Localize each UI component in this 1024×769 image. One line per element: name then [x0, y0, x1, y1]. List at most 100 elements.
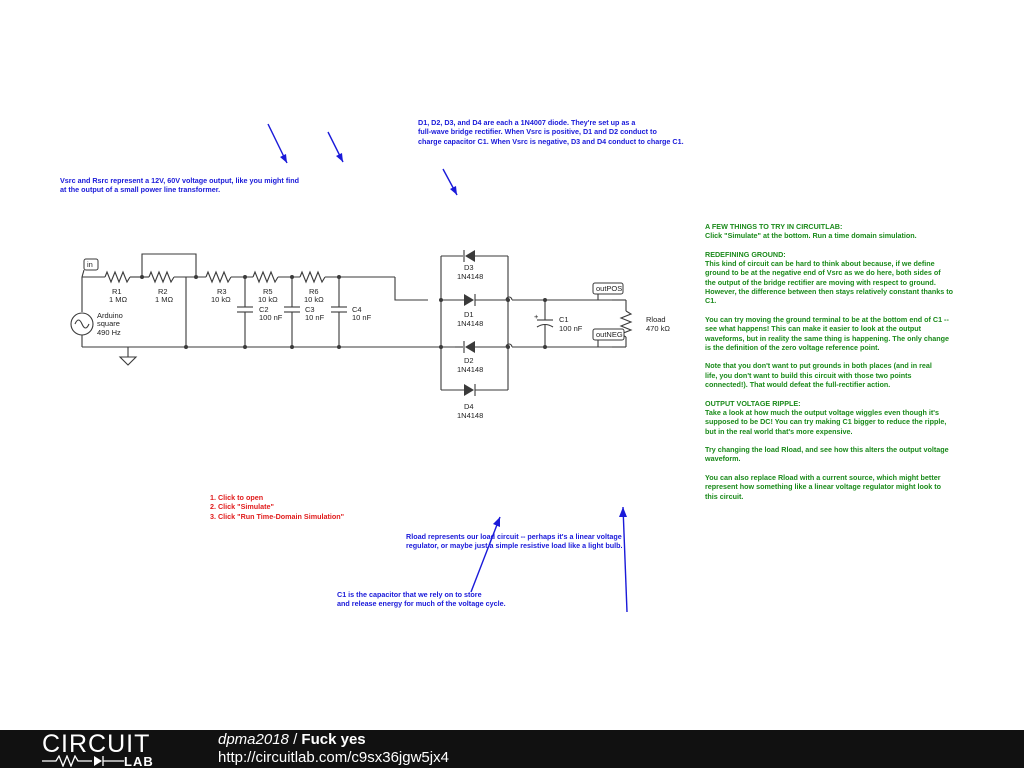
d4-symbol[interactable] [464, 384, 474, 396]
junction-dot [243, 275, 247, 279]
tips-line: but in the real world that's more expens… [705, 426, 853, 436]
tips-line: is the definition of the zero voltage re… [705, 342, 880, 352]
c1-plate-bottom[interactable] [536, 323, 554, 328]
junction-dot [194, 275, 198, 279]
note-diodes: D1, D2, D3, and D4 are each a 1N4007 dio… [418, 118, 684, 146]
label-c3-value: 10 nF [305, 313, 325, 322]
step-item: 3. Click "Run Time-Domain Simulation" [210, 511, 345, 521]
logo-text-circuit: CIRCUIT [42, 730, 151, 758]
label-r1-name: R1 [112, 287, 122, 296]
r3-symbol[interactable] [205, 270, 232, 284]
annotation-arrow-4 [470, 516, 501, 593]
label-c3-name: C3 [305, 305, 315, 314]
tips-line: Try changing the load Rload, and see how… [705, 445, 949, 455]
label-r3-value: 10 kΩ [211, 295, 231, 304]
note-line: D1, D2, D3, and D4 are each a 1N4007 dio… [418, 118, 636, 127]
tips-line: You can also replace Rload with a curren… [705, 473, 941, 483]
note-line: at the output of a small power line tran… [60, 185, 221, 195]
tips-line [705, 352, 953, 361]
wire-to-bridge [394, 277, 428, 301]
author-link[interactable]: dpma2018 [218, 731, 289, 748]
label-vsrc-line3: 490 Hz [97, 328, 121, 337]
r2-symbol[interactable] [148, 270, 175, 284]
label-r3-name: R3 [217, 287, 227, 296]
tips-line [705, 306, 953, 315]
label-r2-name: R2 [158, 287, 168, 296]
junction-dot [140, 275, 144, 279]
r6-symbol[interactable] [299, 270, 326, 284]
note-rload: Rload represents our load circuit -- per… [406, 532, 623, 551]
step-item: 1. Click to open [210, 493, 264, 502]
d1-symbol[interactable] [464, 294, 474, 306]
label-vsrc-line2: square [97, 319, 120, 328]
tips-line: waveforms, but in reality the same thing… [705, 333, 950, 343]
junction-dot [290, 345, 294, 349]
ground-icon [118, 356, 138, 366]
label-r5-name: R5 [263, 287, 273, 296]
net-tag-in[interactable] [83, 258, 99, 271]
title-separator: / [293, 731, 298, 748]
tips-line: OUTPUT VOLTAGE RIPPLE: [705, 398, 801, 408]
annotation-arrow-3 [442, 168, 458, 196]
net-tag-outpos[interactable] [592, 282, 624, 295]
label-d3-value: 1N4148 [457, 272, 483, 281]
junction-dot [290, 275, 294, 279]
annotation-arrow-5 [619, 506, 628, 613]
r1-symbol[interactable] [104, 270, 131, 284]
tips-line: the output of the bridge rectifier are m… [705, 277, 936, 287]
tips-line: REDEFINING GROUND: [705, 249, 786, 259]
r5-symbol[interactable] [252, 270, 279, 284]
junction-dot [337, 345, 341, 349]
footer-bar [0, 730, 1024, 768]
net-tag-outneg[interactable] [592, 328, 625, 341]
junction-dot [184, 345, 188, 349]
circuitlab-logo[interactable]: CIRCUIT LAB [42, 730, 182, 769]
annotation-arrow-2 [327, 131, 344, 163]
label-rload-value: 470 kΩ [646, 324, 670, 333]
junction-dot [337, 275, 341, 279]
tips-line [705, 464, 953, 473]
tips-line: Take a look at how much the output volta… [705, 407, 939, 417]
label-rload-name: Rload [646, 315, 666, 324]
tips-line: A FEW THINGS TO TRY IN CIRCUITLAB: [705, 222, 843, 231]
label-c4-name: C4 [352, 305, 362, 314]
tips-line: life, you don't want to build this circu… [705, 370, 912, 380]
circuit-name: Fuck yes [301, 731, 366, 748]
circuit-url-link[interactable]: http://circuitlab.com/c9sx36jgw5jx4 [218, 749, 449, 766]
label-d2-name: D2 [464, 356, 474, 365]
label-vsrc-line1: Arduino [97, 311, 123, 320]
label-c1-polarity: + [534, 312, 539, 321]
tips-line: Note that you don't want to put grounds … [705, 361, 932, 371]
d2-symbol[interactable] [465, 341, 475, 353]
tips-line [705, 389, 953, 398]
junction-dot [439, 345, 443, 349]
note-line: Vsrc and Rsrc represent a 12V, 60V volta… [60, 176, 299, 185]
label-c2-name: C2 [259, 305, 269, 314]
tips-line: supposed to be DC! You can try making C1… [705, 417, 947, 427]
note-line: charge capacitor C1. When Vsrc is negati… [418, 136, 684, 146]
circuit-schematic: in outPOS outNEG R1 1 MΩ R2 1 MΩ R3 10 k… [70, 123, 670, 613]
tips-line: Click "Simulate" at the bottom. Run a ti… [705, 231, 917, 241]
junction-dot [506, 345, 510, 349]
note-vsrc-rsrc: Vsrc and Rsrc represent a 12V, 60V volta… [60, 176, 299, 195]
label-c1-value: 100 nF [559, 324, 583, 333]
label-r6-name: R6 [309, 287, 319, 296]
d3-symbol[interactable] [465, 250, 475, 262]
circuit-title: dpma2018 / Fuck yes [218, 731, 366, 748]
vsrc-wave-icon [74, 319, 90, 329]
label-r5-value: 10 kΩ [258, 295, 278, 304]
logo-waveform-icon [42, 755, 124, 767]
tips-line: However, the difference between then sta… [705, 287, 954, 297]
junction-dot [243, 345, 247, 349]
junction-dot [506, 298, 510, 302]
label-c1-name: C1 [559, 315, 569, 324]
note-c1: C1 is the capacitor that we rely on to s… [337, 590, 506, 609]
junction-dot [543, 298, 547, 302]
tips-line: represent how something like a linear vo… [705, 482, 942, 492]
label-r6-value: 10 kΩ [304, 295, 324, 304]
note-line: regulator, or maybe just a simple resist… [406, 541, 623, 551]
tips-line [705, 436, 953, 445]
tips-line: waveform. [705, 454, 741, 464]
tips-line: connected!). That would defeat the full-… [705, 380, 891, 390]
label-c2-value: 100 nF [259, 313, 283, 322]
